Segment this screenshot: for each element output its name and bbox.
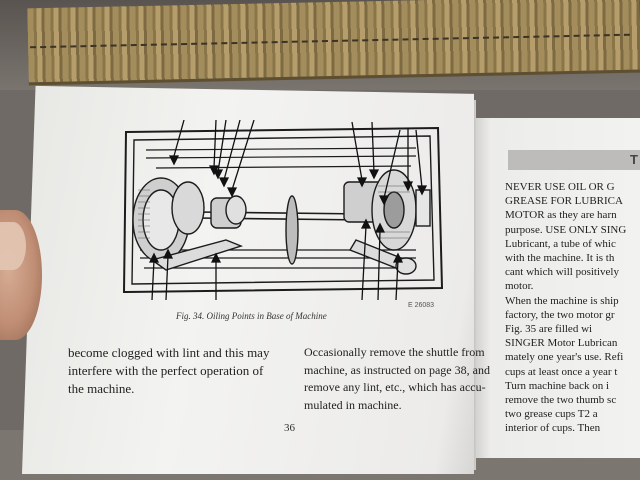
text-line: mately one year's use. Refi bbox=[505, 351, 624, 364]
arrow-7 bbox=[371, 121, 375, 173]
text-line: mulated in machine. bbox=[304, 397, 402, 412]
text-line: Fig. 35 are filled wi bbox=[505, 323, 593, 336]
arrow-2 bbox=[213, 120, 217, 169]
machine-base-illustration bbox=[122, 120, 444, 301]
text-line: purpose. USE ONLY SING bbox=[505, 223, 627, 236]
text-line: GREASE FOR LUBRICA bbox=[505, 195, 623, 208]
arrow-10 bbox=[415, 129, 423, 189]
right-page-text: NEVER USE OIL OR G GREASE FOR LUBRICA MO… bbox=[505, 180, 640, 436]
text-line: interfere with the perfect operation of bbox=[68, 363, 264, 378]
arrow-4 bbox=[223, 120, 241, 181]
right-page-header-mark: T bbox=[630, 152, 638, 167]
arrow-11 bbox=[151, 259, 155, 301]
left-paragraph: become clogged with lint and this may in… bbox=[68, 344, 290, 398]
inner-outline bbox=[131, 135, 435, 285]
text-line: become clogged with lint and this may bbox=[68, 345, 270, 360]
arrow-5 bbox=[231, 120, 255, 191]
top-rail bbox=[145, 147, 417, 169]
left-crank bbox=[171, 181, 205, 235]
figure-caption: Fig. 34. Oiling Points in Base of Machin… bbox=[176, 311, 327, 321]
text-line: Occasionally remove the shuttle from bbox=[304, 345, 485, 359]
text-line: Turn machine back on i bbox=[505, 379, 610, 392]
text-line: Lubricant, a tube of whic bbox=[505, 237, 616, 250]
arrow-16 bbox=[395, 259, 399, 301]
text-line: two grease cups T2 a bbox=[505, 408, 598, 421]
text-line: SINGER Motor Lubrican bbox=[505, 337, 618, 350]
page-number: 36 bbox=[284, 422, 295, 434]
text-line: cups at least once a year t bbox=[505, 365, 618, 378]
arrow-15 bbox=[377, 229, 381, 301]
text-line: with the machine. It is th bbox=[505, 252, 615, 265]
text-line: motor. bbox=[505, 280, 534, 293]
arrow-3 bbox=[217, 120, 227, 173]
arrow-1 bbox=[173, 120, 185, 157]
arrow-8 bbox=[383, 129, 401, 199]
arrow-6 bbox=[351, 121, 363, 181]
text-line: remove the two thumb sc bbox=[505, 394, 617, 407]
arrow-14 bbox=[361, 225, 367, 301]
text-line: the machine. bbox=[68, 381, 135, 396]
text-line: cant which will positively bbox=[505, 266, 619, 279]
mid-shaft-disc bbox=[285, 195, 299, 265]
right-page bbox=[470, 118, 640, 458]
text-line: When the machine is ship bbox=[505, 294, 619, 307]
text-line: remove any lint, etc., which has accu- bbox=[304, 380, 486, 394]
right-page-header-bar bbox=[508, 150, 640, 170]
arrow-12 bbox=[165, 255, 169, 301]
text-line: factory, the two motor gr bbox=[505, 308, 615, 321]
thumb-nail bbox=[0, 222, 26, 270]
text-line: interior of cups. Then bbox=[505, 422, 601, 435]
middle-paragraph: Occasionally remove the shuttle from mac… bbox=[304, 344, 490, 414]
text-line: MOTOR as they are harn bbox=[505, 209, 617, 222]
text-line: machine, as instructed on page 38, and bbox=[304, 362, 490, 377]
text-line: NEVER USE OIL OR G bbox=[505, 181, 615, 193]
base-outline bbox=[122, 126, 444, 294]
woven-strap bbox=[27, 0, 640, 86]
figure-signature: E 26083 bbox=[408, 302, 435, 309]
